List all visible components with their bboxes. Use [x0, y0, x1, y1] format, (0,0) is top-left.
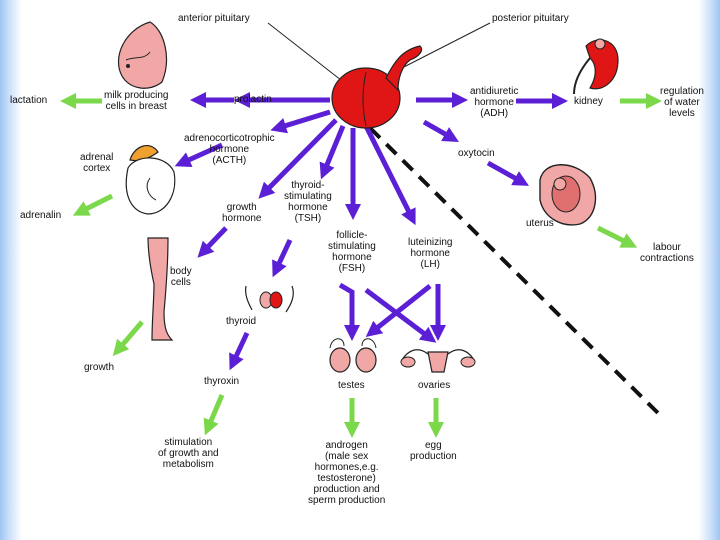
arrow-thyroxin — [229, 331, 250, 371]
arrow-tsh — [319, 125, 346, 180]
label-fsh: follicle- stimulating hormone (FSH) — [328, 230, 376, 274]
label-adrenalin: adrenalin — [20, 210, 62, 221]
kidney-icon — [573, 38, 619, 95]
label-stimulation: stimulation of growth and metabolism — [158, 437, 219, 470]
label-egg: egg production — [410, 440, 457, 462]
label-lactation: lactation — [10, 95, 48, 106]
uterus-fetus-icon — [539, 164, 597, 226]
arrow-tsh-thyroid — [272, 238, 293, 278]
hormone-arrows — [174, 91, 569, 371]
label-prolactin: prolactin — [234, 94, 272, 105]
label-growth: growth — [84, 362, 115, 373]
label-thyroxin: thyroxin — [204, 376, 240, 387]
leg-icon — [147, 237, 174, 341]
label-testes: testes — [338, 380, 365, 391]
effect-arrows — [59, 92, 663, 439]
arrow-labour — [596, 225, 638, 248]
arrow-growth — [112, 320, 144, 357]
arrow-oxytocin-uterus — [486, 160, 529, 186]
adrenal-kidney-icon — [125, 144, 176, 215]
label-lh: luteinizing hormone (LH) — [408, 237, 453, 270]
label-ovaries: ovaries — [418, 380, 451, 391]
label-body-cells: body cells — [170, 266, 192, 288]
label-growth-hormone: growth hormone — [222, 202, 262, 224]
arrow-growth-hormone — [258, 118, 338, 199]
arrow-adrenalin — [72, 193, 114, 216]
arrow-lh-testes — [365, 284, 432, 337]
label-adrenal-cortex: adrenal cortex — [80, 152, 114, 174]
label-tsh: thyroid- stimulating hormone (TSH) — [284, 180, 332, 224]
breast-icon — [117, 21, 168, 89]
label-oxytocin: oxytocin — [458, 148, 495, 159]
label-milk-cells: milk producing cells in breast — [104, 90, 169, 112]
label-acth: adrenocorticotrophic hormone (ACTH) — [184, 133, 275, 166]
arrow-acth-adrenal — [174, 142, 224, 168]
testes-icon — [329, 338, 377, 373]
label-uterus: uterus — [526, 218, 554, 229]
thyroid-icon — [245, 285, 294, 313]
label-thyroid: thyroid — [226, 316, 257, 327]
arrow-lh — [363, 124, 416, 226]
arrow-fsh-testes — [338, 282, 361, 342]
ovaries-icon — [400, 349, 476, 373]
label-labour: labour contractions — [640, 242, 694, 264]
pituitary-gland-icon — [331, 45, 423, 129]
label-posterior-pituitary: posterior pituitary — [492, 13, 569, 24]
arrow-stimulation — [203, 394, 225, 436]
posterior-leader-line — [397, 22, 491, 71]
label-androgen: androgen (male sex hormones,e.g. testost… — [308, 440, 386, 506]
label-water: regulation of water levels — [660, 86, 704, 119]
label-adh: antidiuretic hormone (ADH) — [470, 86, 519, 119]
anterior-leader-line — [267, 22, 347, 85]
label-kidney: kidney — [574, 96, 603, 107]
arrow-oxytocin — [422, 119, 459, 142]
divider-dashed-line — [368, 126, 662, 417]
arrow-gh-body-cells — [197, 226, 228, 258]
arrow-acth — [270, 109, 331, 134]
label-anterior-pituitary: anterior pituitary — [178, 13, 250, 24]
